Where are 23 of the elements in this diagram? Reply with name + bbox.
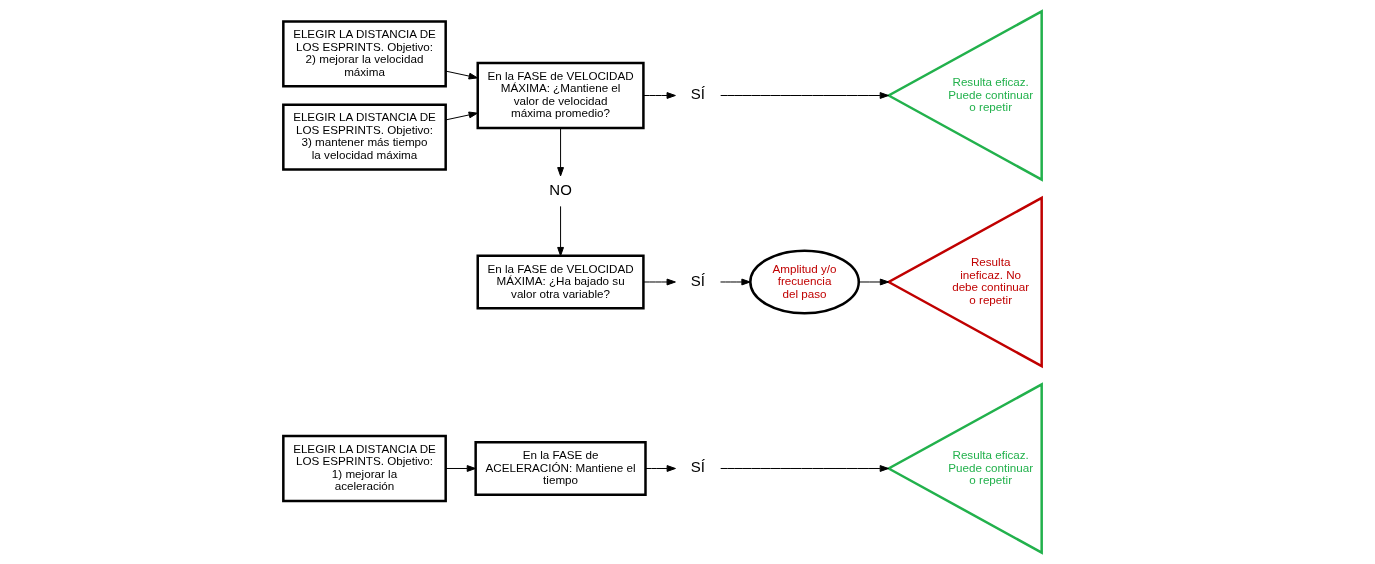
arrow: [642, 278, 676, 286]
arrow: [642, 92, 676, 99]
arrow: [857, 278, 889, 286]
node-text: SÍ: [690, 271, 705, 289]
node-box: En la FASE de VELOCIDAD MÁXIMA: ¿Mantiene el valor de velocidad máxima promedio?: [476, 61, 645, 130]
node-text: SÍ: [690, 85, 705, 103]
node-box: ELEGIR LA DISTANCIA DE LOS ESPRINTS. Objetivo: 1) mejorar la aceleración: [281, 434, 447, 503]
node-box: ELEGIR LA DISTANCIA DE LOS ESPRINTS. Objetivo: 2) mejorar la velocidad máxima: [281, 20, 447, 88]
node-box: En la FASE de ACELERACIÓN: Mantiene el tiempo: [473, 441, 647, 496]
arrow: [719, 278, 751, 286]
node-text: NO: [548, 180, 572, 198]
arrow: [719, 465, 889, 472]
arrow: [644, 465, 676, 472]
node-box: ELEGIR LA DISTANCIA DE LOS ESPRINTS. Objetivo: 3) mantener más tiempo la velocidad máxima: [281, 103, 447, 171]
node-ellipse: Amplitud y/o frecuencia del paso: [748, 249, 860, 315]
node-box: En la FASE de VELOCIDAD MÁXIMA: ¿Ha bajado su valor otra variable?: [476, 254, 645, 310]
arrow: [556, 127, 564, 177]
arrow: [556, 205, 564, 257]
node-text: SÍ: [690, 458, 705, 476]
arrow: [444, 465, 476, 472]
arrow: [444, 111, 478, 121]
arrow: [719, 92, 889, 99]
arrow: [444, 70, 478, 80]
